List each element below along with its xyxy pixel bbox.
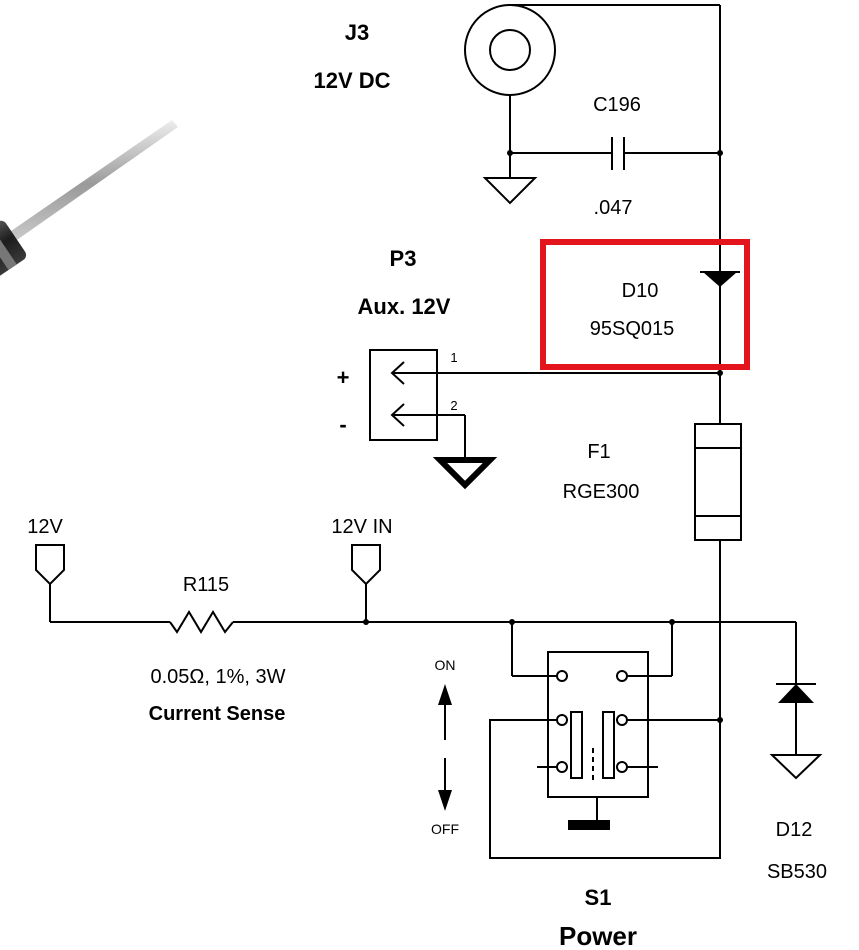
- net-12v-in-label: 12V IN: [331, 516, 392, 538]
- r115-resistor: [50, 610, 796, 634]
- p3-aux-connector: [369, 349, 723, 458]
- p3-value-label: Aux. 12V: [358, 294, 451, 319]
- d10-diode-symbol: [700, 271, 740, 287]
- p3-minus-label: -: [339, 412, 346, 437]
- ground-symbol: [769, 754, 823, 780]
- d10-ref-label: D10: [622, 280, 659, 302]
- d10-value-label: 95SQ015: [590, 318, 675, 340]
- on-arrow: [438, 684, 452, 740]
- r115-value-label: 0.05Ω, 1%, 3W: [150, 666, 285, 688]
- f1-value-label: RGE300: [563, 481, 640, 503]
- f1-ref-label: F1: [587, 441, 610, 463]
- j3-barrel-jack: [464, 4, 720, 178]
- axial-diode-photo: [0, 120, 178, 287]
- c196-ref-label: C196: [593, 94, 641, 116]
- j3-ref-label: J3: [345, 20, 369, 45]
- s1-power-switch: [489, 622, 723, 859]
- p3-pin1-label: 1: [450, 350, 457, 365]
- s1-ref-label: S1: [585, 885, 612, 910]
- p3-ref-label: P3: [390, 246, 417, 271]
- s1-function-label: Power: [559, 921, 637, 950]
- p3-pin2-label: 2: [450, 398, 457, 413]
- d10-highlight-box: [540, 239, 750, 370]
- f1-fuse: [694, 423, 742, 718]
- r115-function-label: Current Sense: [149, 703, 286, 725]
- j3-value-label: 12V DC: [313, 68, 390, 93]
- d12-value-label: SB530: [767, 861, 827, 883]
- c196-value-label: .047: [594, 197, 633, 219]
- r115-ref-label: R115: [183, 574, 229, 596]
- net-flag-12v: [35, 544, 65, 622]
- ground-symbol: [432, 457, 498, 490]
- off-arrow: [438, 758, 452, 811]
- p3-plus-label: +: [337, 365, 350, 390]
- s1-on-label: ON: [435, 657, 456, 673]
- ground-symbol: [482, 177, 538, 205]
- net-12v-label: 12V: [27, 516, 63, 538]
- net-flag-12v-in: [351, 544, 381, 622]
- d12-diode-symbol: [776, 622, 816, 755]
- c196-capacitor: [507, 137, 723, 170]
- s1-off-label: OFF: [431, 821, 459, 837]
- d12-ref-label: D12: [776, 819, 813, 841]
